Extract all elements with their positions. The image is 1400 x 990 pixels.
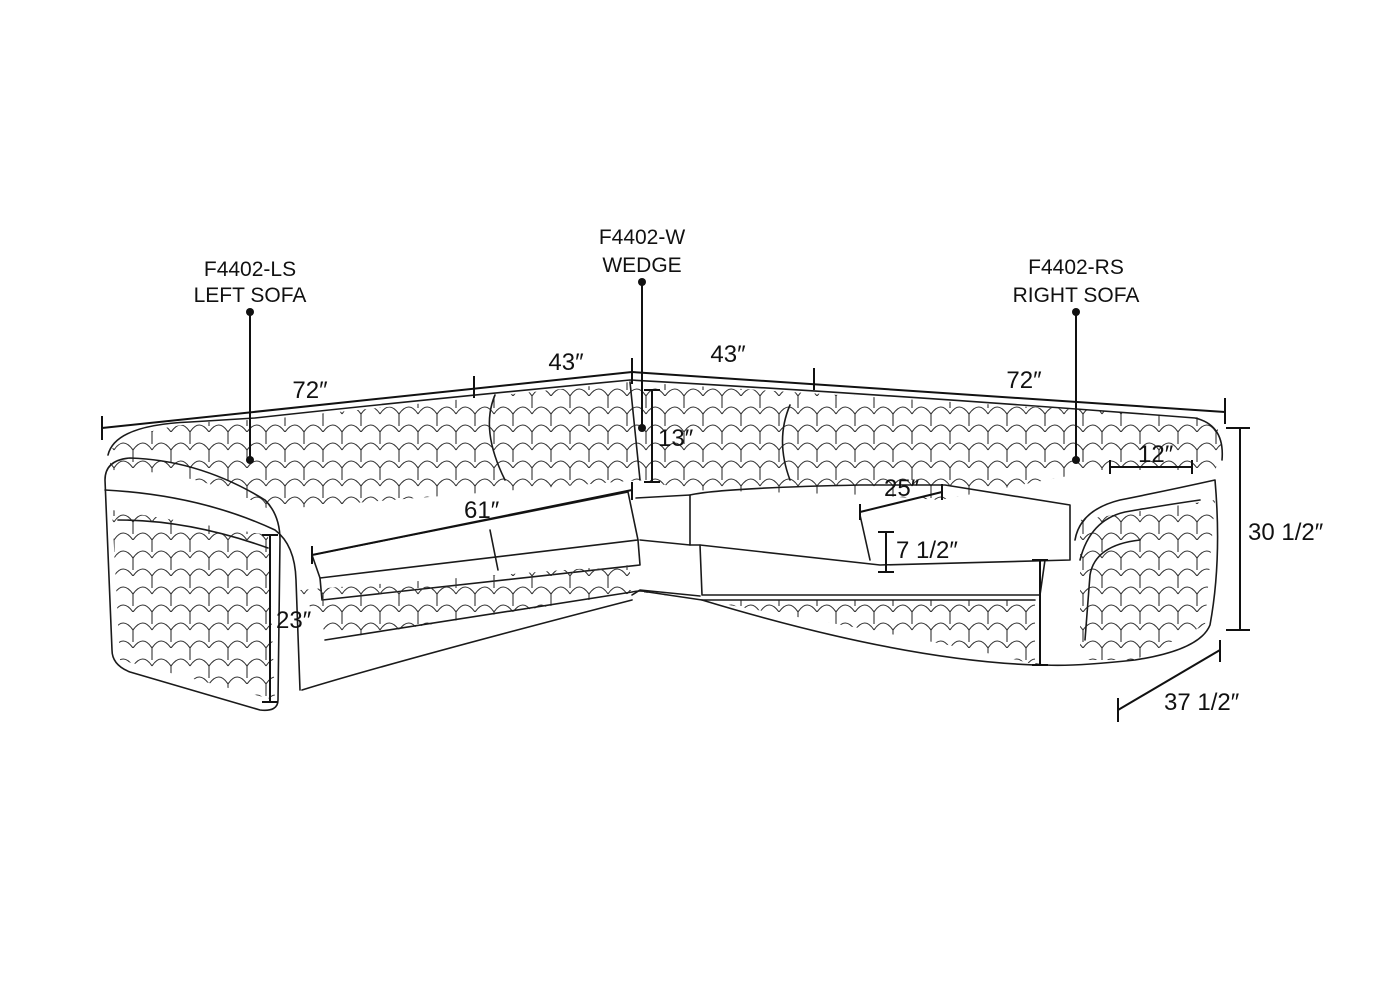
part-leaders bbox=[246, 278, 1080, 464]
dim-total-height: 30 1/2″ bbox=[1248, 519, 1324, 546]
dim-cushion-height: 7 1/2″ bbox=[896, 537, 958, 564]
dim-wedge-right: 43″ bbox=[710, 341, 746, 368]
left-sofa-code: F4402-LS bbox=[204, 258, 296, 281]
dim-total-depth: 37 1/2″ bbox=[1164, 689, 1240, 716]
dim-arm-width: 12″ bbox=[1138, 441, 1174, 468]
dim-seat-width: 61″ bbox=[464, 497, 500, 524]
wedge-name: WEDGE bbox=[602, 254, 681, 277]
dimension-lines bbox=[101, 358, 1250, 722]
dim-seat-height: 23″ bbox=[276, 607, 312, 634]
right-sofa-name: RIGHT SOFA bbox=[1013, 284, 1140, 307]
right-sofa-code: F4402-RS bbox=[1028, 256, 1124, 279]
left-sofa-name: LEFT SOFA bbox=[194, 284, 307, 307]
dim-wedge-left: 43″ bbox=[548, 349, 584, 376]
dim-back-height: 13″ bbox=[658, 425, 694, 452]
dim-right-length: 72″ bbox=[1006, 367, 1042, 394]
wedge-code: F4402-W bbox=[599, 226, 686, 249]
dim-seat-depth: 25″ bbox=[884, 475, 920, 502]
dim-left-length: 72″ bbox=[292, 377, 328, 404]
